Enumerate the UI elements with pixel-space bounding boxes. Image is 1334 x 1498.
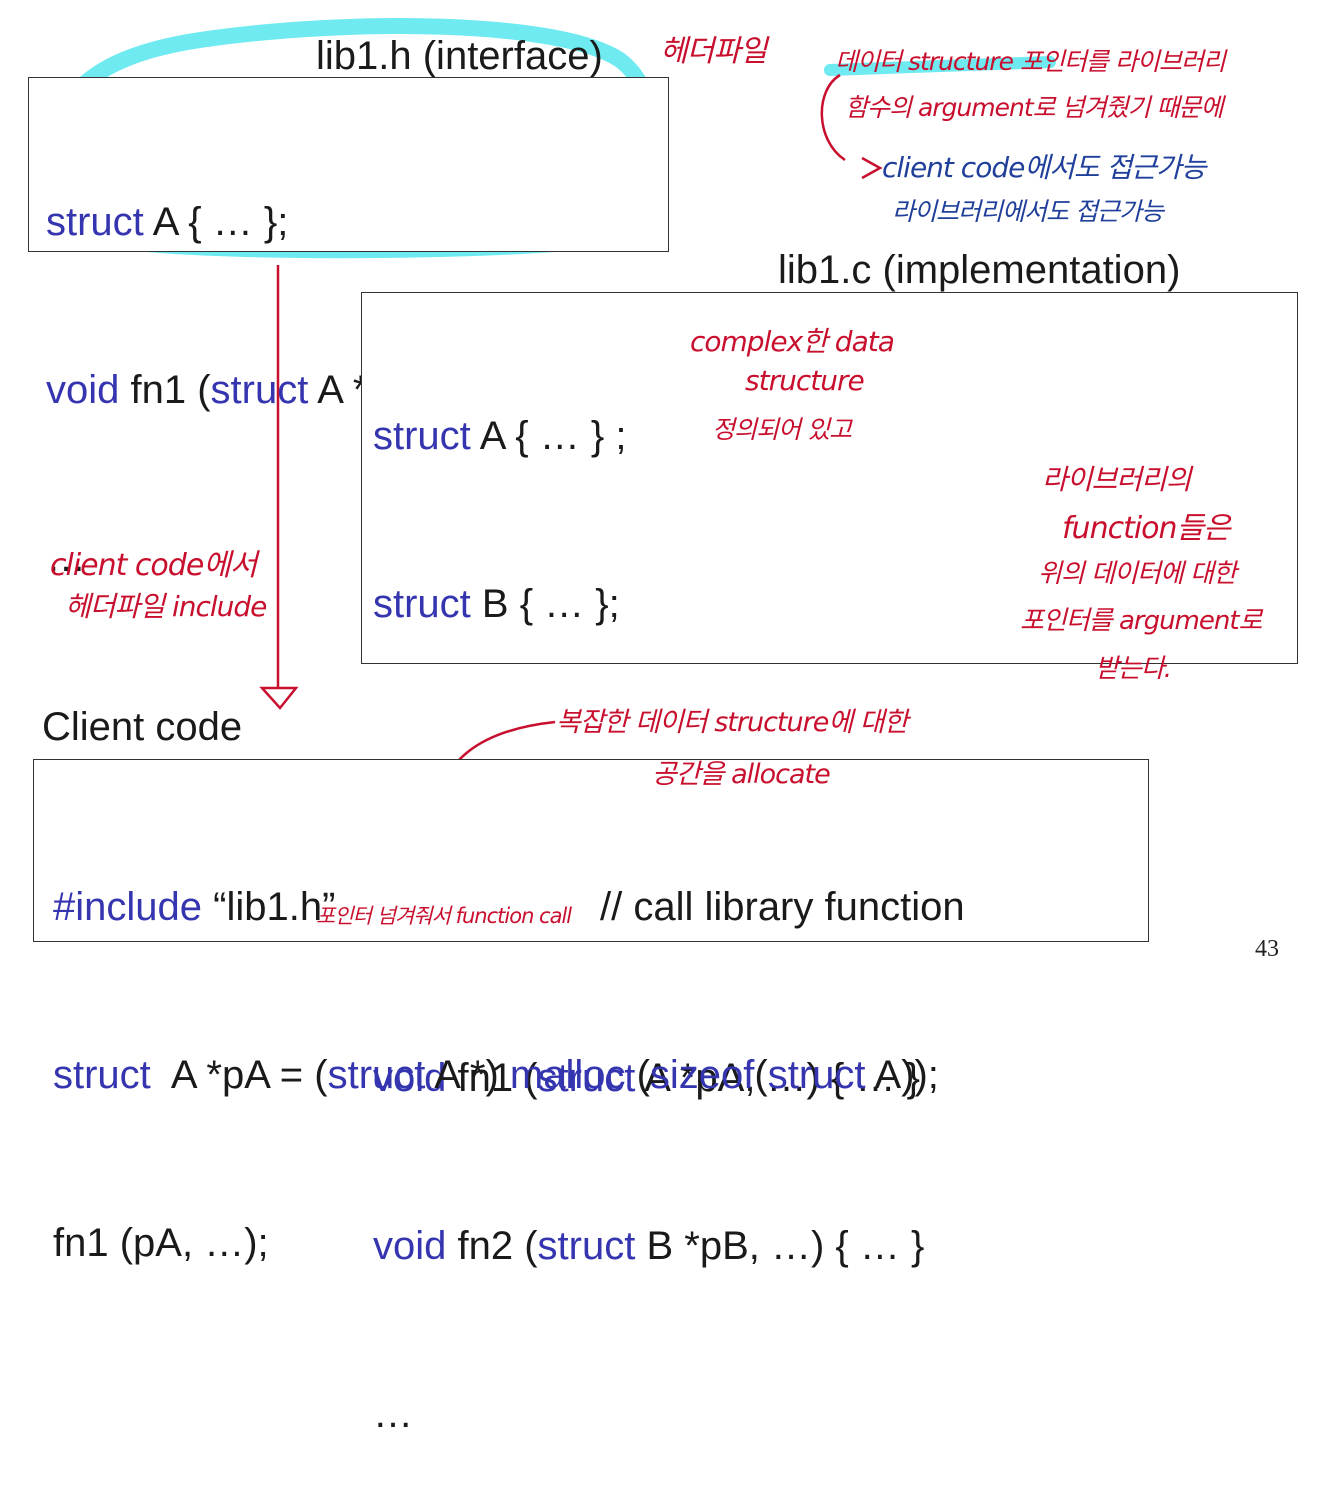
header-title: lib1.h (interface)	[316, 34, 603, 78]
note-lib-fn-2: function들은	[1062, 511, 1231, 546]
note-pointer-1: 데이터 structure 포인터를 라이브러리	[835, 47, 1226, 76]
note-access-library: 라이브러리에서도 접근가능	[892, 197, 1164, 226]
note-client-include-1: client code에서	[50, 548, 257, 583]
note-complex-2: structure	[745, 364, 865, 397]
client-comment: // call library function	[600, 885, 965, 929]
client-code-box	[33, 759, 1149, 942]
pointer-note-arrow	[861, 156, 883, 180]
note-lib-fn-5: 받는다.	[1095, 654, 1172, 684]
client-line-1: #include “lib1.h”	[53, 885, 336, 929]
client-line-2: struct A *pA = (struct A *) malloc (size…	[53, 1053, 939, 1097]
header-line-1: struct A { … };	[46, 200, 289, 244]
header-code-box	[28, 77, 669, 252]
note-access-client: client code에서도 접근가능	[882, 151, 1207, 184]
note-header-file: 헤더파일	[660, 34, 767, 69]
impl-line-1: struct A { … } ;	[373, 414, 627, 458]
note-lib-fn-1: 라이브러리의	[1042, 463, 1192, 496]
note-lib-fn-3: 위의 데이터에 대한	[1038, 559, 1237, 589]
client-code: #include “lib1.h” struct A *pA = (struct…	[53, 767, 939, 1327]
include-arrow-head	[259, 686, 299, 710]
impl-title: lib1.c (implementation)	[778, 248, 1181, 292]
note-alloc-2: 공간을 allocate	[652, 759, 831, 790]
pointer-note-bracket	[820, 73, 846, 162]
impl-line-2: struct B { … };	[373, 582, 620, 626]
impl-code-box	[361, 292, 1298, 664]
note-pass-ptr: 포인터 넘겨줘서 function call	[316, 904, 572, 928]
impl-line-6: …	[373, 1392, 413, 1436]
note-pointer-2: 함수의 argument로 넘겨줬기 때문에	[845, 93, 1224, 122]
note-alloc-1: 복잡한 데이터 structure에 대한	[556, 707, 908, 738]
client-title: Client code	[42, 705, 243, 749]
note-complex-1: complex한 data	[690, 325, 895, 358]
note-complex-3: 정의되어 있고	[712, 415, 852, 444]
note-client-include-2: 헤더파일 include	[65, 590, 267, 623]
client-line-3: fn1 (pA, …);	[53, 1221, 269, 1265]
page-number: 43	[1255, 936, 1279, 962]
note-lib-fn-4: 포인터를 argument로	[1020, 606, 1262, 636]
header-line-3: …	[46, 536, 86, 580]
